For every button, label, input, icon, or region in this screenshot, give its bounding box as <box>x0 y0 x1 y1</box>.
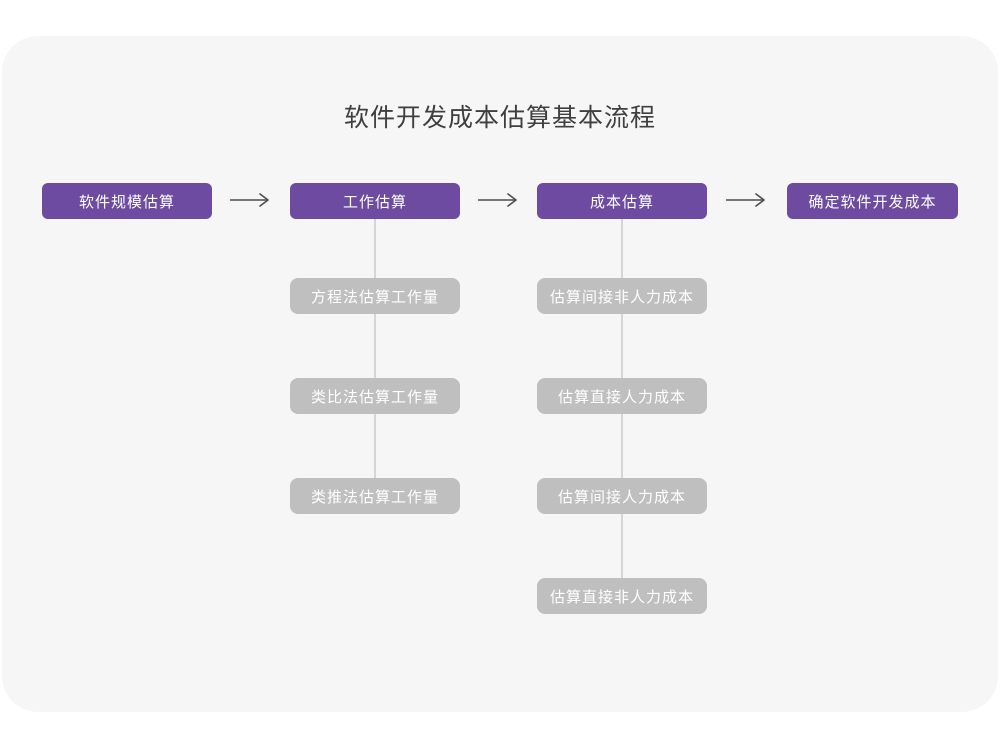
page-title: 软件开发成本估算基本流程 <box>343 104 656 132</box>
flow-node-label: 工作估算 <box>342 193 407 211</box>
flow-node-label: 软件规模估算 <box>78 193 175 211</box>
sub-node-equation-method: 方程法估算工作量 <box>290 278 460 314</box>
flow-node-determine-dev-cost: 确定软件开发成本 <box>787 183 958 219</box>
sub-node-indirect-nonlabor-cost: 估算间接非人力成本 <box>537 278 707 314</box>
sub-node-label: 类比法估算工作量 <box>310 388 439 406</box>
flow-node-software-scale-estimation: 软件规模估算 <box>42 183 212 219</box>
sub-node-indirect-labor-cost: 估算间接人力成本 <box>537 478 707 514</box>
connector-work-estimation <box>374 218 376 496</box>
sub-node-label: 估算间接人力成本 <box>557 488 686 506</box>
sub-node-label: 估算间接非人力成本 <box>549 288 694 306</box>
sub-node-direct-nonlabor-cost: 估算直接非人力成本 <box>537 578 707 614</box>
sub-node-label: 类推法估算工作量 <box>310 488 439 506</box>
sub-node-direct-labor-cost: 估算直接人力成本 <box>537 378 707 414</box>
canvas-card <box>2 36 998 712</box>
sub-node-label: 估算直接非人力成本 <box>549 588 694 606</box>
arrow-right-icon <box>726 193 765 207</box>
sub-node-label: 估算直接人力成本 <box>557 388 686 406</box>
flow-node-label: 确定软件开发成本 <box>808 193 937 211</box>
sub-node-analogy-method: 类比法估算工作量 <box>290 378 460 414</box>
flow-node-label: 成本估算 <box>589 193 654 211</box>
arrow-right-icon <box>230 193 269 207</box>
flow-node-cost-estimation: 成本估算 <box>537 183 707 219</box>
sub-node-label: 方程法估算工作量 <box>310 288 439 306</box>
sub-node-extrapolation-method: 类推法估算工作量 <box>290 478 460 514</box>
flow-node-work-estimation: 工作估算 <box>290 183 460 219</box>
arrow-right-icon <box>478 193 517 207</box>
